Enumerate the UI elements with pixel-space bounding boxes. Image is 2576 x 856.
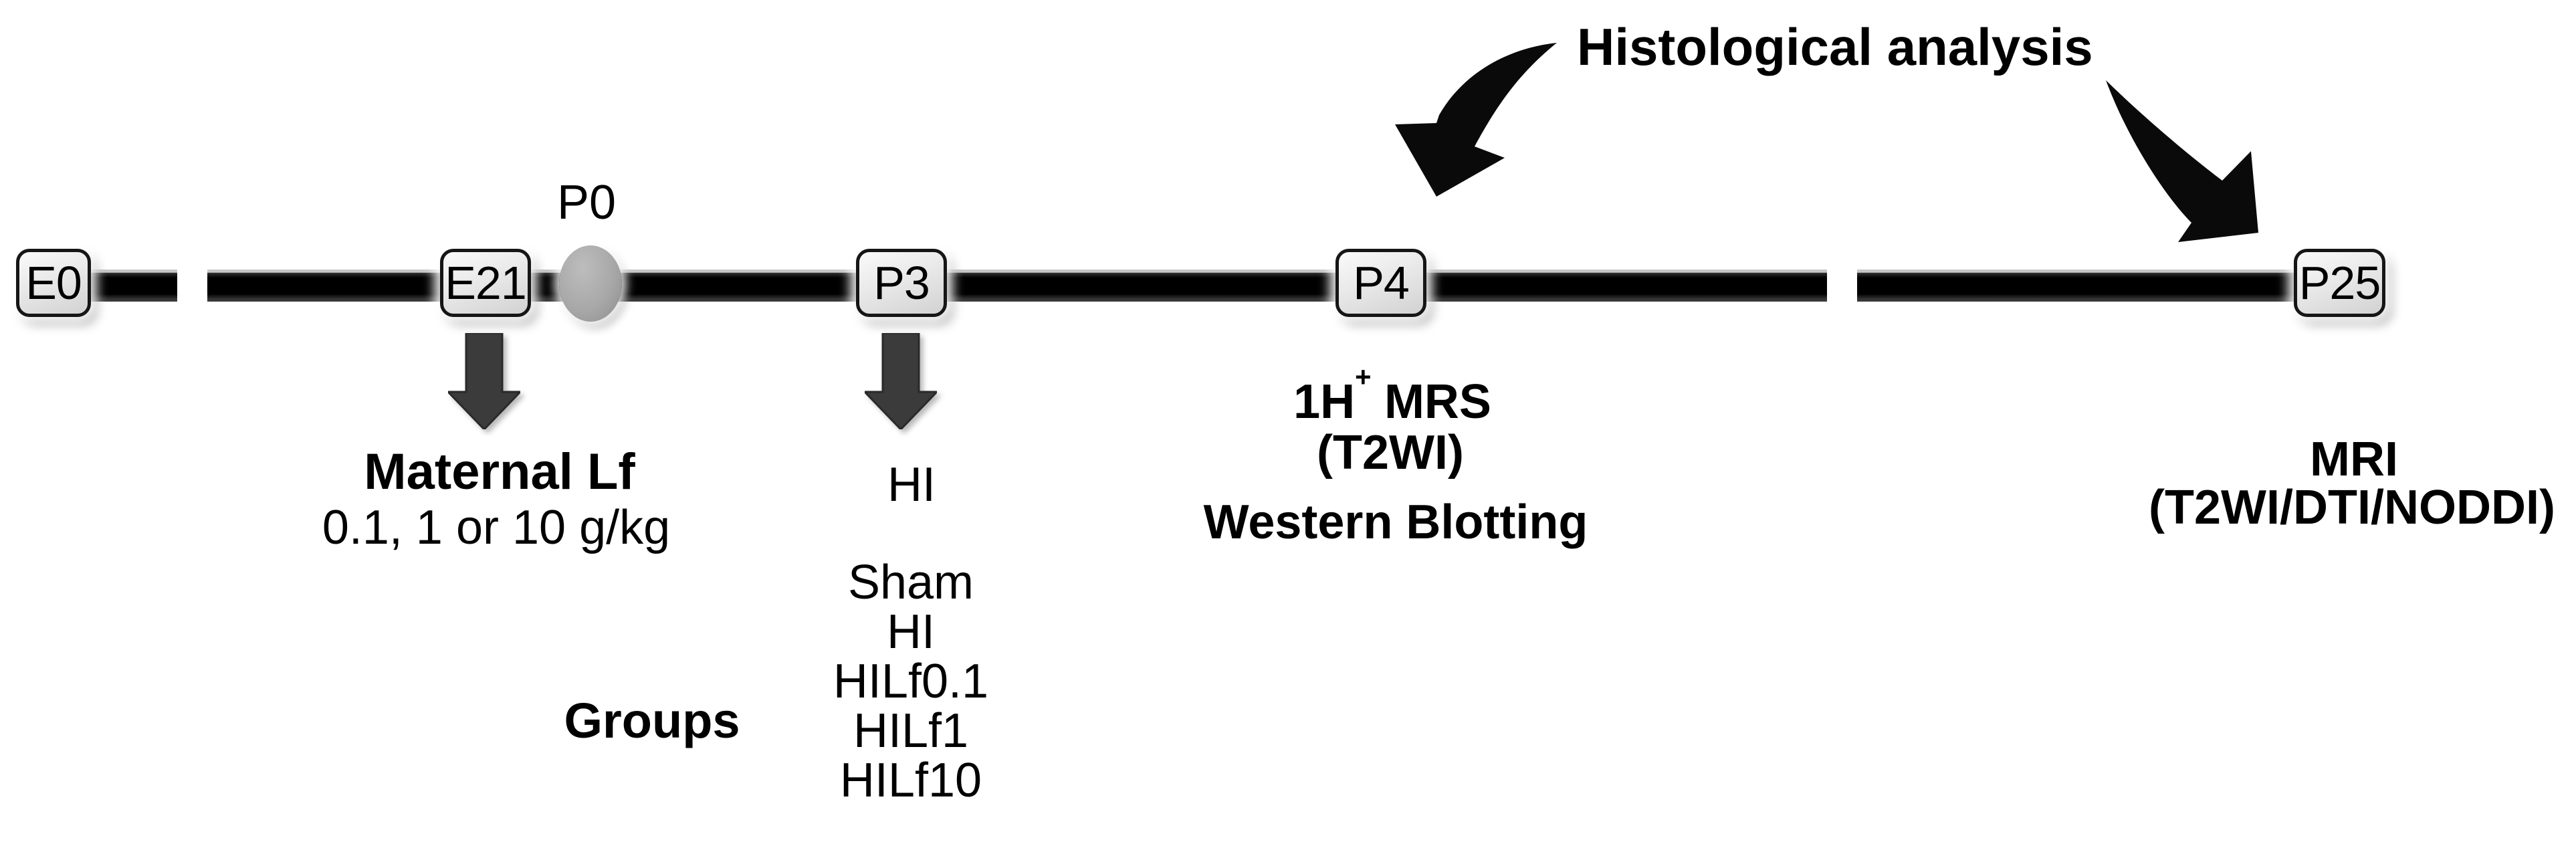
mrs-superscript-plus: + bbox=[1355, 361, 1372, 393]
timepoint-label-e21: E21 bbox=[445, 257, 527, 309]
p0-marker bbox=[559, 245, 622, 322]
western-blotting-label: Western Blotting bbox=[1203, 496, 1588, 549]
down-arrow-p3 bbox=[865, 333, 937, 429]
mri-label: MRI bbox=[2310, 433, 2398, 486]
timepoint-box-p3: P3 bbox=[856, 249, 947, 317]
timepoint-label-p25: P25 bbox=[2298, 257, 2381, 309]
timepoint-box-p25: P25 bbox=[2294, 249, 2385, 317]
group-item-sham: Sham bbox=[847, 556, 974, 609]
timepoint-box-p4: P4 bbox=[1335, 249, 1426, 317]
maternal-lf-label: Maternal Lf bbox=[364, 443, 635, 500]
curved-arrow-to-p4 bbox=[1395, 43, 1557, 197]
mrs-rest: MRS bbox=[1384, 375, 1491, 429]
timepoint-label-p4: P4 bbox=[1353, 257, 1410, 309]
histological-analysis-heading: Histological analysis bbox=[1577, 17, 2093, 76]
group-item-hi: HI bbox=[886, 605, 935, 659]
timepoint-label-p3: P3 bbox=[873, 257, 930, 309]
t2wi-label: (T2WI) bbox=[1317, 426, 1464, 479]
mrs-base: 1H bbox=[1293, 375, 1356, 429]
timepoint-label-e0: E0 bbox=[25, 257, 82, 309]
groups-list: Sham HI HILf0.1 HILf1 HILf10 bbox=[833, 558, 988, 805]
mri-sequences-label: (T2WI/DTI/NODDI) bbox=[2149, 481, 2555, 534]
group-item-hilf01: HILf0.1 bbox=[833, 655, 989, 708]
lf-dose-label: 0.1, 1 or 10 g/kg bbox=[322, 501, 671, 554]
timepoint-box-e0: E0 bbox=[16, 249, 91, 317]
timeline-bar-segment-3 bbox=[1857, 270, 2327, 302]
p0-label: P0 bbox=[556, 176, 617, 229]
down-arrow-e21 bbox=[448, 333, 520, 429]
mrs-label: 1H+ MRS bbox=[1293, 362, 1491, 429]
timepoint-box-e21: E21 bbox=[440, 249, 531, 317]
group-item-hilf10: HILf10 bbox=[839, 754, 982, 807]
hi-event-label: HI bbox=[887, 458, 936, 512]
group-item-hilf1: HILf1 bbox=[853, 704, 969, 758]
groups-label: Groups bbox=[564, 693, 740, 748]
curved-arrow-to-p25 bbox=[2106, 80, 2258, 242]
